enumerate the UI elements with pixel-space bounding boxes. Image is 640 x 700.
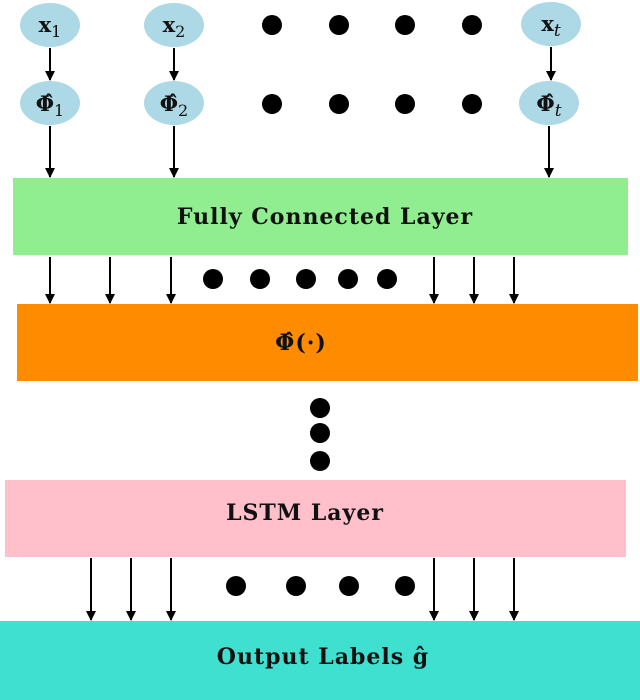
input-node-t-symbol: x (541, 11, 554, 36)
feature-node-1-subscript: 1 (54, 101, 64, 120)
ellipsis-dot (296, 269, 316, 289)
ellipsis-dot (395, 576, 415, 596)
ellipsis-dot (329, 94, 349, 114)
feature-node-1: Φ̂1 (20, 81, 80, 125)
ellipsis-dot (286, 576, 306, 596)
feature-node-2: Φ̂2 (144, 81, 204, 125)
ellipsis-dot (339, 576, 359, 596)
feature-node-2-subscript: 2 (178, 101, 188, 120)
ellipsis-dot (338, 269, 358, 289)
input-node-t-subscript: t (554, 21, 561, 41)
ellipsis-dot (250, 269, 270, 289)
vertical-ellipsis-dot (310, 451, 330, 471)
ellipsis-dot (462, 94, 482, 114)
vertical-ellipsis-dot (310, 398, 330, 418)
input-node-t: xt (521, 2, 581, 46)
ellipsis-dot (395, 94, 415, 114)
ellipsis-dot (395, 15, 415, 35)
svg-text:Φ̂t: Φ̂t (536, 91, 561, 121)
svg-text:x1: x1 (39, 12, 62, 41)
vertical-ellipsis-dot (310, 423, 330, 443)
input-node-1-symbol: x (39, 12, 52, 37)
output-layer-label: Output Labels ĝ (217, 644, 429, 670)
svg-text:x2: x2 (163, 12, 186, 41)
feature-node-t-symbol: Φ̂ (536, 91, 554, 116)
ellipsis-dot (203, 269, 223, 289)
fully-connected-layer (13, 178, 628, 255)
ellipsis-dot (226, 576, 246, 596)
ellipsis-dot (462, 15, 482, 35)
svg-text:xt: xt (541, 11, 561, 41)
phi-layer (17, 304, 638, 381)
fully-connected-label: Fully Connected Layer (177, 204, 473, 230)
lstm-layer-label: LSTM Layer (226, 500, 384, 526)
ellipsis-dot (262, 15, 282, 35)
feature-node-2-symbol: Φ̂ (160, 91, 178, 116)
ellipsis-dot (329, 15, 349, 35)
input-node-1-subscript: 1 (51, 22, 61, 41)
lstm-layer (5, 480, 626, 557)
phi-layer-label: Φ̂(·) (275, 330, 327, 356)
input-node-2: x2 (144, 3, 204, 47)
feature-node-t: Φ̂t (519, 81, 579, 125)
input-node-1: x1 (20, 3, 80, 47)
feature-node-t-subscript: t (555, 101, 562, 121)
svg-text:Φ̂1: Φ̂1 (36, 91, 64, 120)
input-node-2-symbol: x (163, 12, 176, 37)
feature-node-1-symbol: Φ̂ (36, 91, 54, 116)
svg-text:Φ̂2: Φ̂2 (160, 91, 188, 120)
output-layer (0, 621, 640, 700)
ellipsis-dot (262, 94, 282, 114)
ellipsis-dot (377, 269, 397, 289)
input-node-2-subscript: 2 (175, 22, 185, 41)
